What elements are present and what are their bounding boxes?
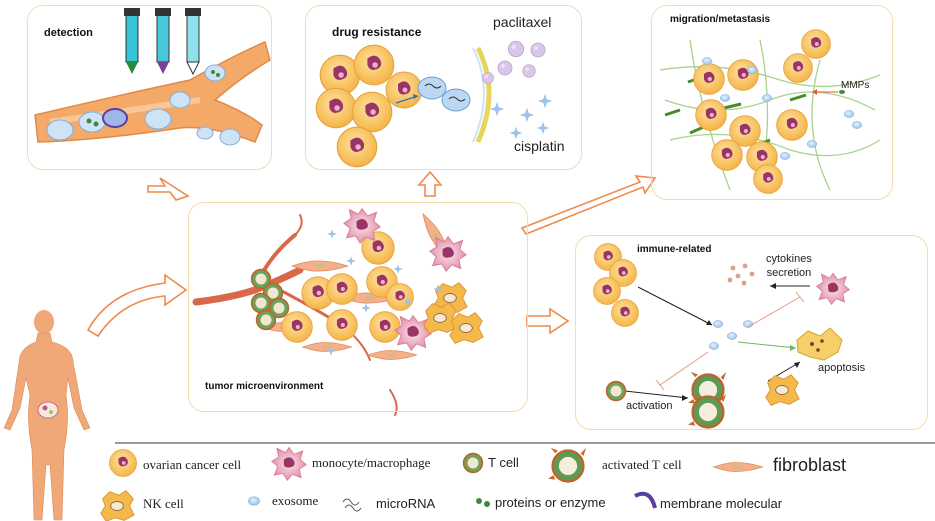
legend-cancer-label: ovarian cancer cell — [143, 457, 242, 472]
panel-immune — [575, 235, 928, 430]
legend-monocyte-label: monocyte/macrophage — [312, 455, 431, 470]
legend-exosome-label: exosome — [272, 493, 319, 508]
paclitaxel-label: paclitaxel — [493, 14, 552, 30]
migration-title: migration/metastasis — [670, 14, 771, 25]
mmps-label: MMPs — [841, 80, 870, 91]
legend-activated-tcell-label: activated T cell — [602, 457, 682, 472]
apoptotic-cell — [796, 327, 843, 361]
mmps-marker — [812, 89, 845, 95]
legend-microrna-icon — [342, 498, 362, 512]
patient-figure — [3, 310, 91, 521]
immune-arrows — [624, 283, 810, 401]
cytokines-label: cytokines secretion — [766, 253, 812, 279]
arrow-to-drug-resistance — [417, 170, 443, 197]
legend-membrane-icon — [634, 491, 657, 509]
legend-monocyte-icon — [271, 447, 307, 481]
legend-icons — [100, 446, 763, 521]
cytokine-dots — [727, 263, 755, 286]
legend-nk-label: NK cell — [143, 496, 184, 511]
arrow-to-detection — [147, 177, 190, 201]
legend-cancer-icon — [109, 449, 137, 477]
panel-detection — [27, 5, 272, 170]
legend-proteins-label: proteins or enzyme — [495, 495, 606, 510]
flow-arrows — [86, 170, 657, 338]
test-tubes — [124, 8, 201, 76]
legend-fibroblast-icon — [713, 462, 763, 472]
panel-tumor-microenvironment — [188, 202, 528, 412]
arrow-to-migration — [520, 175, 657, 235]
legend-fibroblast-label: fibroblast — [773, 455, 847, 475]
tumor-title: tumor microenvironment — [205, 381, 324, 392]
legend-exosome-icon — [248, 496, 260, 506]
detection-title: detection — [44, 27, 93, 39]
legend-activated-tcell-icon — [548, 446, 588, 483]
panel-migration — [651, 5, 893, 200]
legend-protein-icon — [476, 498, 490, 507]
apoptosis-label: apoptosis — [818, 362, 866, 374]
legend-membrane-label: membrane molecular — [660, 496, 783, 511]
legend-tcell-icon — [462, 452, 484, 474]
panel-drug-resistance — [305, 5, 582, 170]
ovary-icon — [37, 401, 59, 419]
legend-nk-icon — [100, 490, 135, 521]
arrow-from-patient — [86, 273, 188, 338]
drug-resistance-title: drug resistance — [332, 25, 422, 39]
drug-resistance-exosomes — [395, 46, 492, 144]
detection-exosomes — [46, 64, 241, 146]
activation-label: activation — [626, 400, 673, 412]
arrow-to-immune — [526, 307, 570, 335]
immune-title: immune-related — [637, 244, 712, 255]
legend-microrna-label: microRNA — [376, 496, 436, 511]
immune-cells — [605, 272, 850, 429]
cisplatin-label: cisplatin — [514, 138, 565, 154]
legend-tcell-label: T cell — [488, 455, 519, 470]
